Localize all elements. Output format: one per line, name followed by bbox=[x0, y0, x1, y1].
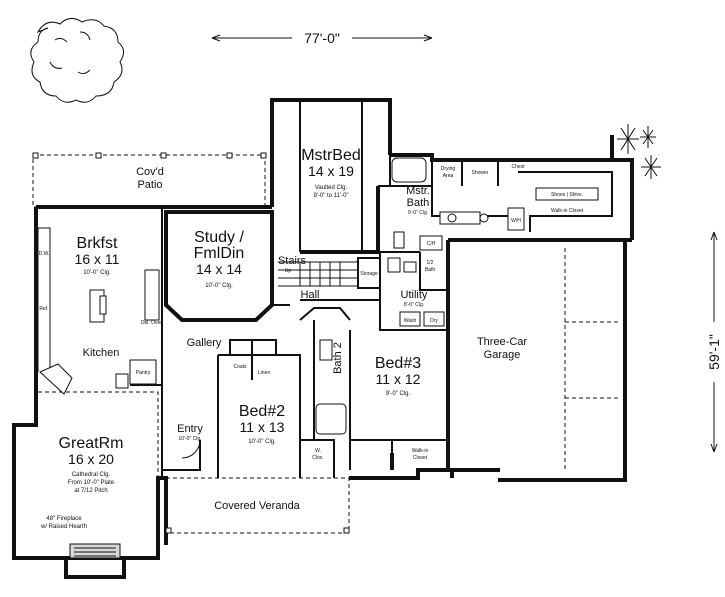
covd-patio-label-2: Patio bbox=[137, 179, 162, 191]
oven-label: Dbl. Oven bbox=[141, 320, 163, 326]
master-bed-size: 14 x 19 bbox=[308, 163, 354, 179]
linen-label: Linen bbox=[258, 370, 270, 376]
covd-patio-label-1: Cov'd bbox=[136, 166, 164, 178]
width-dimension: 77'-0" bbox=[211, 30, 433, 46]
fireplace-note-2: w/ Raised Hearth bbox=[40, 524, 87, 530]
great-room-ceiling-3: at 7/12 Pitch bbox=[74, 488, 107, 494]
master-bath-ceiling: 9'-0" Clg. bbox=[408, 210, 428, 216]
bedroom-2: Bed#2 11 x 13 10'-0" Clg. W. Clos. bbox=[239, 403, 335, 478]
refrigerator-label: Ref. bbox=[39, 306, 48, 312]
bath-2: Bath 2 bbox=[299, 307, 351, 470]
study-label-1: Study / bbox=[194, 229, 244, 246]
utility-label: Utility bbox=[401, 289, 428, 301]
width-label: 77'-0" bbox=[304, 30, 340, 46]
gallery-label: Gallery bbox=[187, 337, 222, 349]
washer-label: Wash bbox=[404, 318, 417, 324]
kitchen-area: Brkfst 16 x 11 10'-0" Clg. Kitchen Pantr… bbox=[37, 207, 163, 395]
bed2-label: Bed#2 bbox=[239, 403, 285, 420]
master-bedroom: MstrBed 14 x 19 Vaulted Clg. 9'-0" to 11… bbox=[300, 147, 380, 254]
bed2-size: 11 x 13 bbox=[240, 419, 285, 435]
great-room-size: 16 x 20 bbox=[68, 451, 114, 467]
stairs-up-label: Up bbox=[285, 268, 292, 274]
study-size: 14 x 14 bbox=[196, 261, 242, 277]
water-heater-label: W/H bbox=[511, 218, 521, 224]
hall-label: Hall bbox=[301, 289, 320, 301]
stairs-hall: Stairs Up Storage Hall bbox=[272, 255, 381, 306]
master-bath: Mstr. Bath 9'-0" Clg. Drying Area Shower… bbox=[377, 155, 613, 253]
dishwasher-label: D.W. bbox=[39, 251, 50, 257]
breakfast-size: 16 x 11 bbox=[75, 251, 120, 267]
drying-area-label-1: Drying bbox=[441, 166, 456, 172]
great-room-label: GreatRm bbox=[59, 435, 124, 452]
covered-veranda: Covered Veranda bbox=[165, 477, 350, 534]
coats-label: Coats bbox=[233, 364, 247, 370]
master-bed-label: MstrBed bbox=[301, 147, 361, 164]
shrub-symbol bbox=[617, 124, 661, 179]
bed3-ceiling: 9'-0" Clg. bbox=[386, 391, 411, 397]
shower-label: Shower bbox=[472, 170, 489, 176]
walk-in-closet-2-label-1: Walk-in bbox=[412, 448, 429, 454]
fireplace-note-1: 48" Fireplace bbox=[46, 516, 82, 522]
pantry-label: Pantry bbox=[136, 370, 151, 376]
walk-in-closet-label: Walk-in Closet bbox=[551, 208, 584, 214]
bed2-ceiling: 10'-0" Clg. bbox=[248, 439, 276, 445]
covered-patio: Cov'd Patio bbox=[32, 152, 267, 208]
walk-in-closet-2-label-2: Closet bbox=[413, 455, 428, 461]
breakfast-ceiling: 10'-0" Clg. bbox=[83, 270, 111, 276]
garage-label-2: Garage bbox=[484, 349, 521, 361]
utility-ceiling: 8'-0" Clg. bbox=[404, 302, 424, 308]
depth-label: 59'-1" bbox=[706, 334, 722, 370]
study-label-2: FmlDin bbox=[194, 245, 245, 262]
great-room-ceiling-2: From 10'-0" Plate bbox=[68, 480, 115, 486]
utility-area: 1/2 Bath Utility 8'-0" Clg. Wash Dry bbox=[379, 240, 449, 331]
three-car-garage: Three-Car Garage bbox=[446, 238, 625, 470]
dryer-label: Dry bbox=[430, 318, 438, 324]
ch-label: C/H bbox=[427, 241, 436, 247]
w-clos-label-2: Clos. bbox=[312, 455, 323, 461]
drying-area-label-2: Area bbox=[443, 173, 454, 179]
breakfast-label: Brkfst bbox=[77, 235, 118, 252]
bath2-label: Bath 2 bbox=[332, 342, 344, 374]
covered-veranda-label: Covered Veranda bbox=[214, 500, 300, 512]
master-bath-label-2: Bath bbox=[407, 197, 430, 209]
master-bed-ceiling-1: Vaulted Clg. bbox=[315, 185, 348, 191]
great-room-ceiling-1: Cathedral Clg. bbox=[72, 472, 111, 478]
entry-label: Entry bbox=[177, 423, 203, 435]
gallery-entry: Gallery Coats Linen Entry 10'-0" Clg. bbox=[161, 337, 301, 478]
great-room: GreatRm 16 x 20 Cathedral Clg. From 10'-… bbox=[35, 391, 159, 579]
garage-label-1: Three-Car bbox=[477, 336, 527, 348]
half-bath-label: 1/2 bbox=[427, 260, 434, 266]
tree-symbol bbox=[30, 18, 124, 103]
bed3-label: Bed#3 bbox=[375, 355, 421, 372]
storage-label: Storage bbox=[360, 271, 378, 277]
w-clos-label-1: W. bbox=[315, 448, 321, 454]
master-bath-label-1: Mstr. bbox=[406, 185, 430, 197]
study-ceiling: 10'-0" Clg. bbox=[205, 283, 233, 289]
chest-label: Chest bbox=[511, 164, 525, 170]
kitchen-label: Kitchen bbox=[83, 347, 120, 359]
bed3-size: 11 x 12 bbox=[376, 371, 421, 387]
depth-dimension: 59'-1" bbox=[706, 231, 722, 453]
study-fmldin: Study / FmlDin 14 x 14 10'-0" Clg. bbox=[164, 210, 274, 322]
master-bed-ceiling-2: 9'-0" to 11'-0" bbox=[313, 193, 348, 199]
stairs-label: Stairs bbox=[278, 255, 307, 267]
entry-ceiling: 10'-0" Clg. bbox=[178, 436, 201, 442]
bedroom-3: Bed#3 11 x 12 9'-0" Clg. Walk-in Closet bbox=[350, 355, 449, 470]
shoes-shelves-label: Shoes | Shlvs. bbox=[551, 192, 583, 198]
half-bath-sub-label: Bath bbox=[425, 267, 436, 273]
